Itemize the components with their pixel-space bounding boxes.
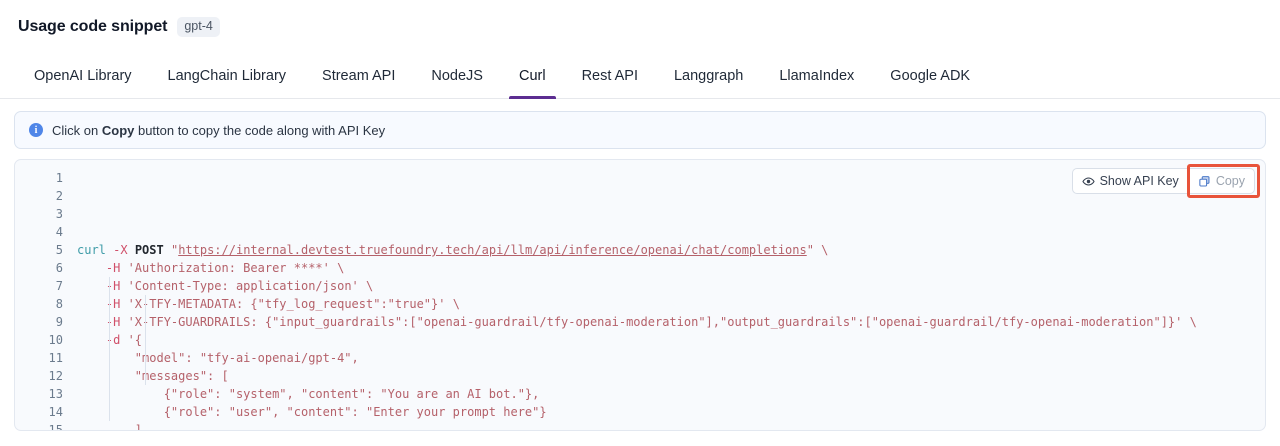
tab-stream-api[interactable]: Stream API — [304, 54, 413, 98]
tab-llamaindex[interactable]: LlamaIndex — [761, 54, 872, 98]
tab-label: Curl — [518, 68, 546, 84]
indent-guide — [109, 277, 110, 421]
line-number: 6 — [55, 261, 63, 275]
model-badge: gpt-4 — [177, 17, 220, 37]
info-banner-wrap: i Click on Copy button to copy the code … — [0, 99, 1280, 149]
tab-openai-library[interactable]: OpenAI Library — [16, 54, 150, 98]
tab-langgraph[interactable]: Langgraph — [656, 54, 761, 98]
code-line: curl -X POST "https://internal.devtest.t… — [77, 243, 829, 257]
code-line-numbers: 1 2 3 4 5 6 7 8 9 10 11 12 13 14 15 — [15, 169, 77, 431]
code-line: "messages": [ — [77, 369, 229, 383]
line-number: 13 — [48, 387, 63, 401]
code-action-group: Show API Key Copy — [1071, 164, 1260, 198]
code-line: -H 'X-TFY-GUARDRAILS: {"input_guardrails… — [105, 315, 1197, 329]
code-line: -d '{ — [105, 333, 143, 347]
tab-nodejs[interactable]: NodeJS — [413, 54, 501, 98]
line-number: 8 — [55, 297, 63, 311]
line-number: 9 — [55, 315, 63, 329]
code-line: {"role": "user", "content": "Enter your … — [77, 405, 547, 419]
tab-label: Rest API — [581, 68, 638, 84]
indent-guide — [145, 295, 146, 385]
code-body: 1 2 3 4 5 6 7 8 9 10 11 12 13 14 15 curl… — [15, 160, 1265, 431]
show-api-key-button[interactable]: Show API Key — [1071, 168, 1188, 194]
info-banner: i Click on Copy button to copy the code … — [14, 111, 1266, 149]
code-line — [77, 223, 1265, 241]
line-number: 12 — [48, 369, 63, 383]
code-line: -H 'Content-Type: application/json' \ — [105, 279, 374, 293]
tab-label: LangChain Library — [167, 68, 287, 84]
code-line: -H 'X-TFY-METADATA: {"tfy_log_request":"… — [105, 297, 460, 311]
tab-label: NodeJS — [431, 68, 483, 84]
copy-label: Copy — [1215, 174, 1245, 188]
line-number: 5 — [55, 243, 63, 257]
line-number: 10 — [48, 333, 63, 347]
banner-text-bold: Copy — [101, 122, 135, 138]
page-header: Usage code snippet gpt-4 — [0, 0, 1280, 54]
code-snippet-card: Show API Key Copy 1 2 3 4 5 6 — [14, 159, 1266, 431]
line-number: 7 — [55, 279, 63, 293]
tab-label: LlamaIndex — [779, 68, 855, 84]
page-title: Usage code snippet — [18, 18, 168, 35]
tab-google-adk[interactable]: Google ADK — [872, 54, 988, 98]
tab-label: Google ADK — [890, 68, 971, 84]
line-number: 14 — [48, 405, 63, 419]
code-card-wrap: Show API Key Copy 1 2 3 4 5 6 — [0, 149, 1280, 431]
code-line: ], — [77, 423, 150, 431]
line-number: 1 — [55, 171, 63, 185]
copy-icon — [1198, 175, 1211, 188]
tab-curl[interactable]: Curl — [501, 54, 564, 99]
tab-label: OpenAI Library — [34, 68, 132, 84]
line-number: 2 — [55, 189, 63, 203]
code-text[interactable]: curl -X POST "https://internal.devtest.t… — [77, 169, 1265, 431]
info-circle-icon: i — [29, 123, 43, 137]
tab-label: Langgraph — [673, 68, 744, 84]
show-api-key-label: Show API Key — [1099, 174, 1179, 188]
tab-rest-api[interactable]: Rest API — [564, 54, 656, 98]
line-number: 4 — [55, 225, 63, 239]
info-banner-text: Click on Copy button to copy the code al… — [52, 123, 385, 138]
banner-text-after: button to copy the code along with API K… — [134, 122, 386, 138]
code-line: "model": "tfy-ai-openai/gpt-4", — [77, 351, 359, 365]
line-number: 11 — [48, 351, 63, 365]
code-line: -H 'Authorization: Bearer ****' \ — [105, 261, 345, 275]
copy-button[interactable]: Copy — [1187, 164, 1260, 198]
tab-langchain-library[interactable]: LangChain Library — [150, 54, 305, 98]
line-number: 3 — [55, 207, 63, 221]
eye-icon — [1081, 175, 1095, 188]
code-line: {"role": "system", "content": "You are a… — [77, 387, 540, 401]
snippet-tabbar: OpenAI Library LangChain Library Stream … — [0, 54, 1280, 99]
line-number: 15 — [48, 423, 63, 431]
tab-label: Stream API — [322, 68, 396, 84]
banner-text-before: Click on — [52, 122, 102, 138]
